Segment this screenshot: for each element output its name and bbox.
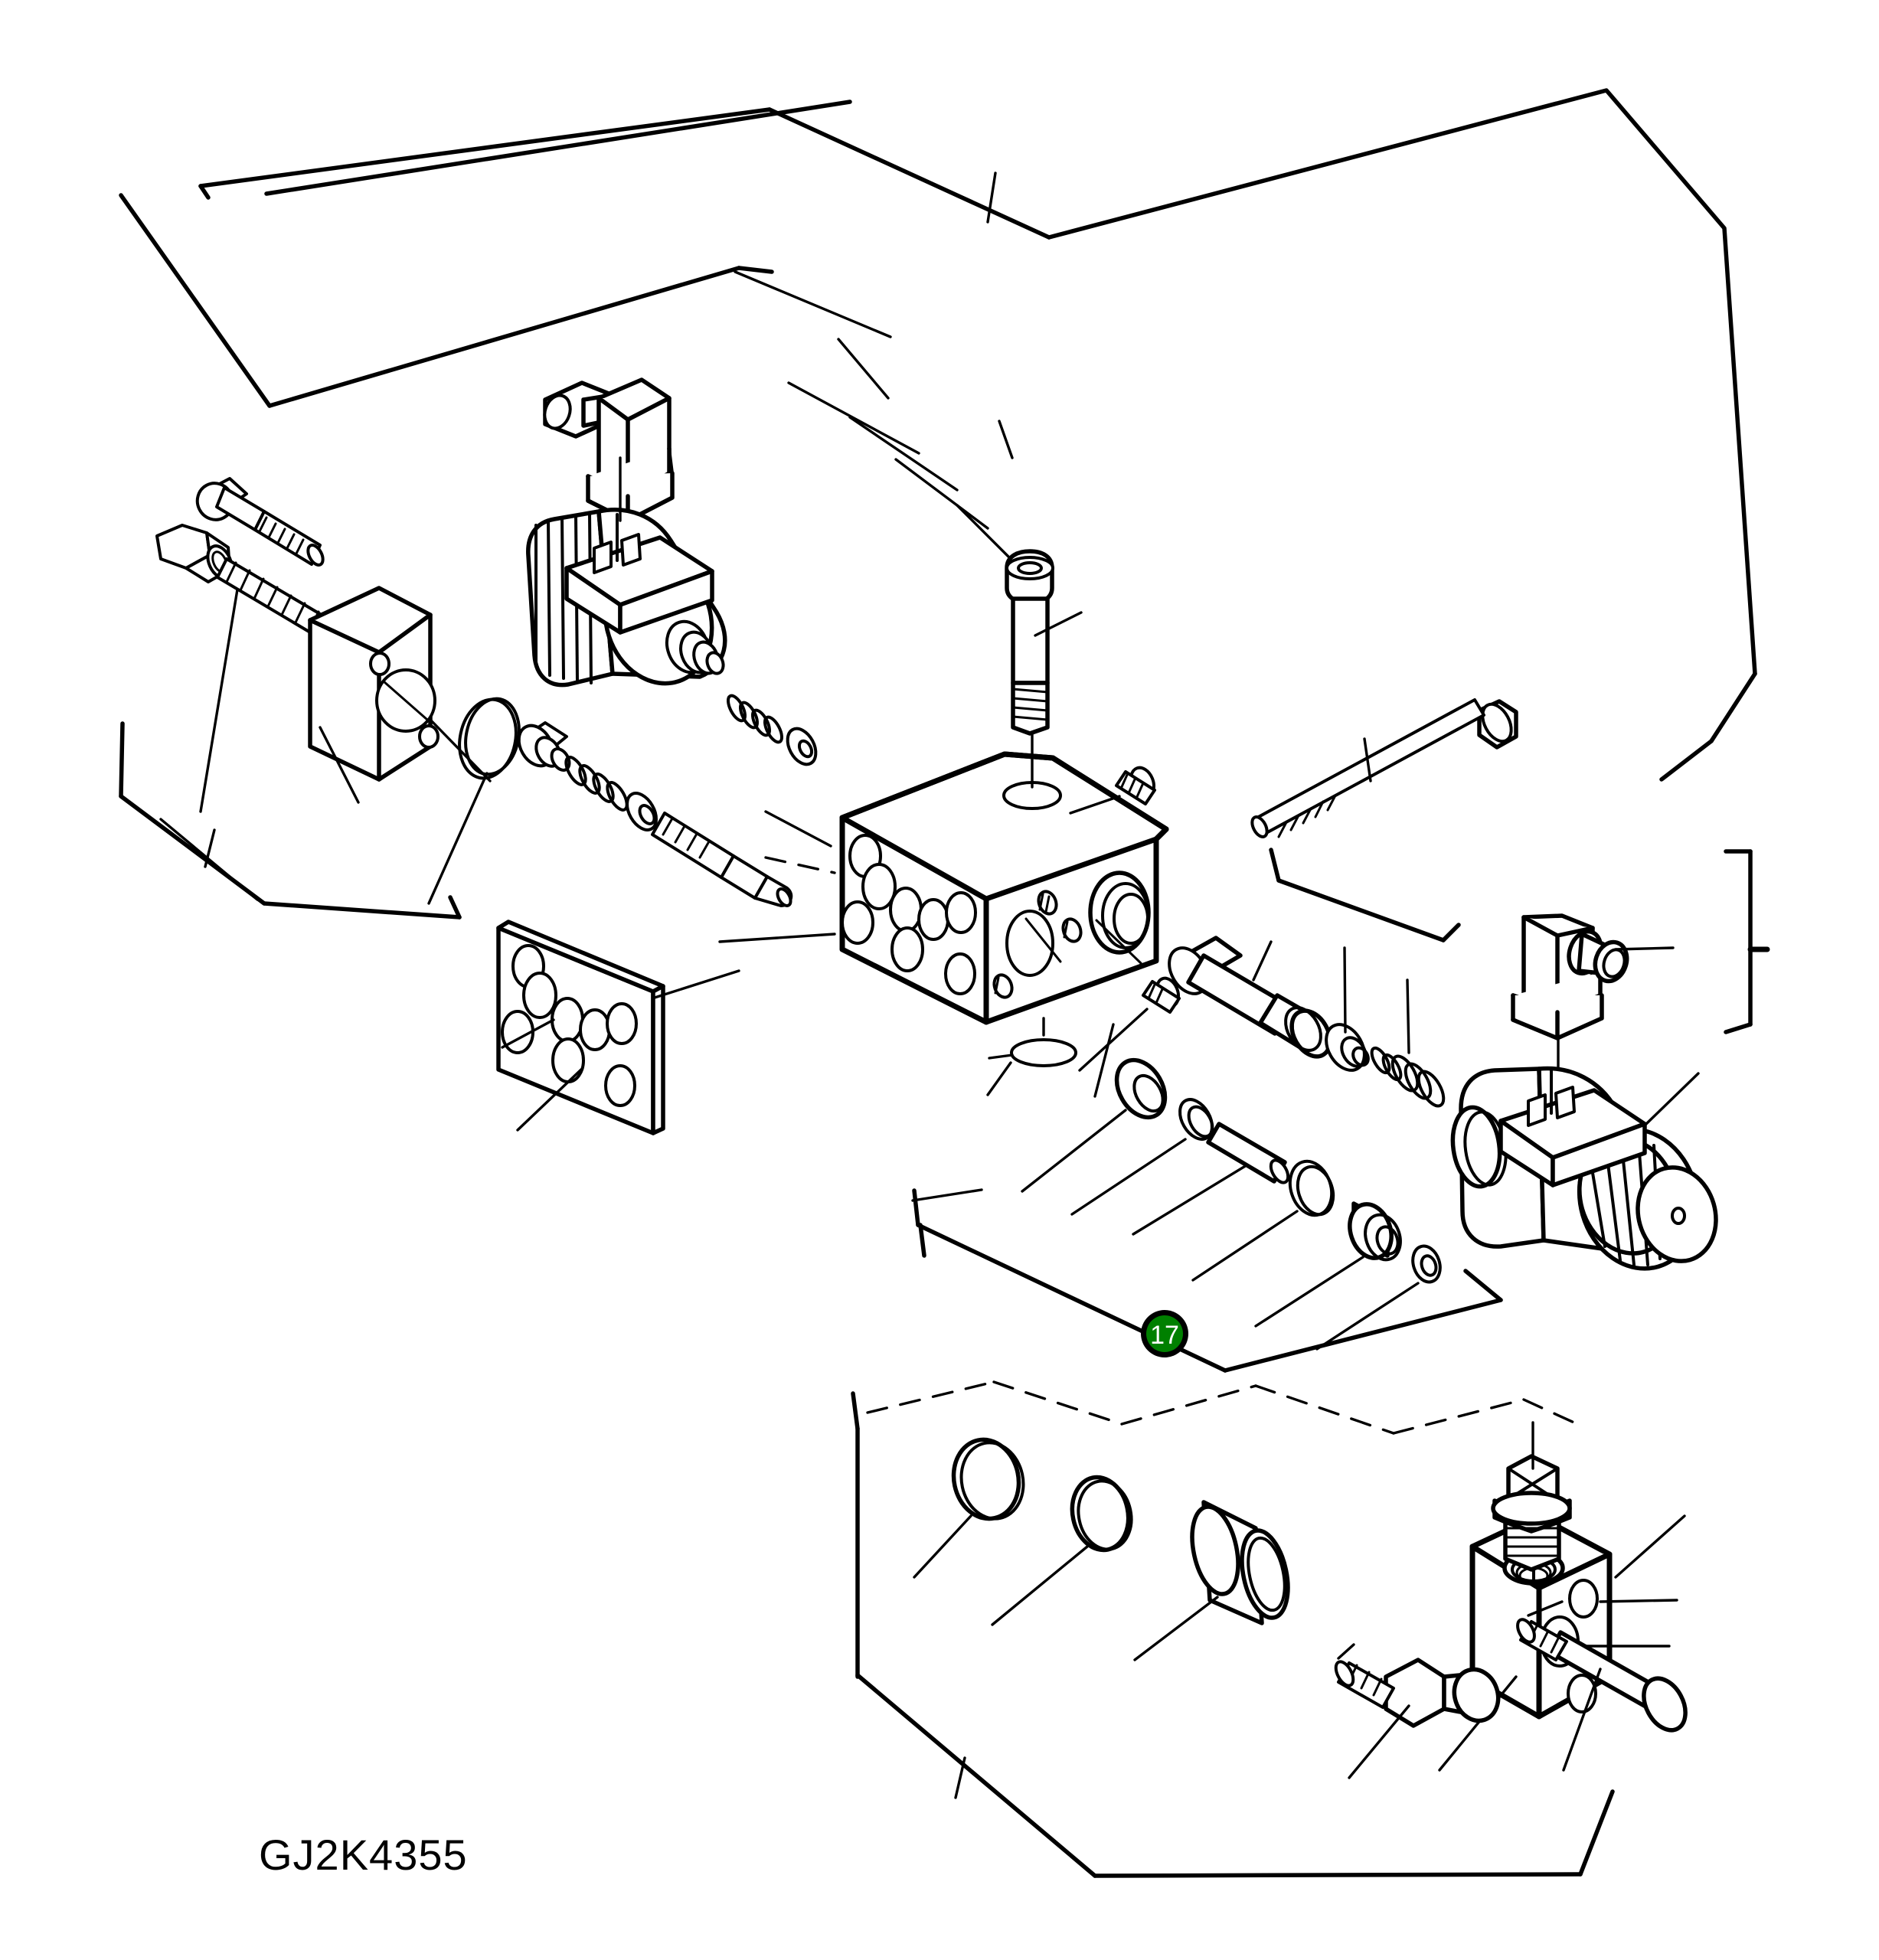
coil-knurl-left bbox=[534, 511, 593, 684]
gasket-plate bbox=[496, 920, 740, 1135]
connector-plug-left bbox=[543, 377, 675, 523]
socket-bolt-upper bbox=[195, 477, 325, 567]
spool-valve bbox=[1168, 936, 1332, 1059]
connector-plug-right-nipple bbox=[1567, 929, 1629, 984]
main-manifold-block bbox=[839, 603, 1169, 1025]
bracket-bottom-assembly bbox=[866, 1380, 1579, 1435]
spring-small-upper bbox=[726, 694, 784, 744]
back-up-ring bbox=[1070, 1098, 1214, 1216]
fitting-plug-2 bbox=[1516, 1600, 1688, 1772]
long-cap-screw bbox=[1250, 698, 1518, 838]
o-ring-under-block bbox=[988, 1017, 1077, 1067]
bolt-thread-upper bbox=[258, 516, 305, 555]
leader-lines-top bbox=[159, 588, 492, 905]
vertical-screw-threads bbox=[1011, 688, 1049, 721]
o-ring-small bbox=[1191, 1159, 1335, 1282]
vertical-cap-screw bbox=[1005, 549, 1083, 736]
callout-17-label: 17 bbox=[1150, 1321, 1179, 1350]
end-washer bbox=[1315, 1244, 1442, 1351]
spring-left bbox=[564, 756, 629, 812]
washer-left bbox=[626, 792, 658, 831]
flat-washer bbox=[1021, 1057, 1168, 1193]
bottom-frame bbox=[855, 1673, 1615, 1878]
connector-plug-right bbox=[1511, 913, 1675, 1089]
small-block-left bbox=[308, 586, 440, 782]
solenoid-coil-left bbox=[526, 456, 727, 688]
washer-small-upper bbox=[786, 727, 818, 766]
o-ring-bottom-1 bbox=[913, 1437, 1025, 1579]
fitting-plug-1 bbox=[1334, 1643, 1501, 1779]
bracket-radial-lines bbox=[734, 172, 1020, 568]
seal-ring-right bbox=[1325, 946, 1370, 1072]
manifold-set-screws bbox=[992, 890, 1083, 999]
callout-17[interactable]: 17 bbox=[1141, 1310, 1188, 1357]
coil-body-right-left-end bbox=[1450, 1105, 1508, 1189]
sleeve-piston bbox=[1133, 1500, 1290, 1661]
manifold-right-face-ports bbox=[1005, 871, 1151, 977]
bracket-far-right bbox=[1724, 849, 1770, 1034]
outer-group-frame bbox=[198, 88, 1757, 782]
manifold-left-face-ports bbox=[841, 834, 977, 995]
bracket-center-right bbox=[912, 848, 1503, 1373]
needle-poppet bbox=[651, 812, 793, 907]
plug-screw bbox=[1491, 1421, 1572, 1572]
seat-bushing bbox=[1254, 1201, 1402, 1328]
drawing-number: GJ2K4355 bbox=[259, 1831, 468, 1879]
poppet-threads bbox=[662, 817, 711, 859]
callout-layer: 17 bbox=[1141, 1310, 1188, 1357]
long-screw-threads bbox=[1277, 794, 1337, 838]
o-ring-bottom-2 bbox=[991, 1475, 1133, 1626]
bracket-bottom-left bbox=[851, 1223, 926, 1679]
spring-right bbox=[1370, 978, 1446, 1108]
set-screw-upper-right bbox=[1069, 766, 1156, 815]
dowel-pin bbox=[1132, 1122, 1290, 1236]
solenoid-coil-right bbox=[1450, 1066, 1718, 1271]
plug-threads bbox=[1504, 1527, 1560, 1557]
set-screw-right-block bbox=[1078, 976, 1181, 1072]
coil-outlet-left bbox=[665, 619, 725, 675]
leader-lines-left bbox=[718, 810, 1115, 1202]
